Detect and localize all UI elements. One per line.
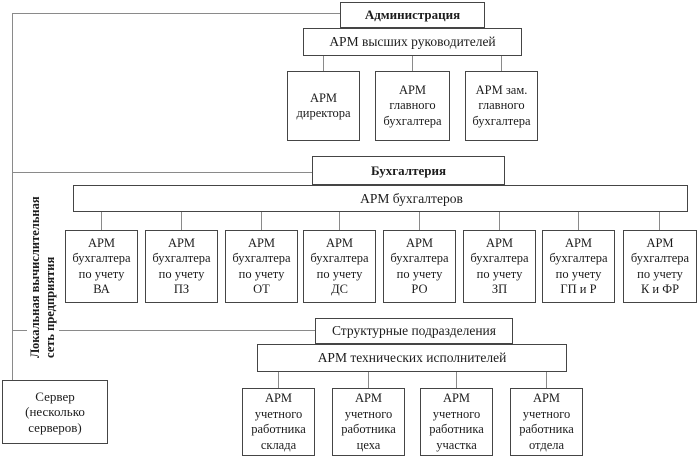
connector-stub [368, 372, 369, 388]
arm-accountant-pz-box: АРМ бухгалтера по учету ПЗ [145, 230, 218, 303]
connector-stub [546, 372, 547, 388]
lan-network-label: Локальная вычислительная сеть предприяти… [27, 186, 59, 358]
connector-stub [501, 56, 502, 71]
arm-accountant-zp-box: АРМ бухгалтера по учету ЗП [463, 230, 536, 303]
arm-clerk-site-box: АРМ учетного работника участка [420, 388, 493, 456]
connector-stub [101, 212, 102, 230]
accountants-arm-box: АРМ бухгалтеров [73, 185, 688, 212]
technical-staff-arm-box: АРМ технических исполнителей [257, 344, 567, 372]
arm-accountant-kfr-box: АРМ бухгалтера по учету К и ФР [623, 230, 697, 303]
accounting-branch-line [12, 172, 312, 173]
lan-trunk-line [12, 13, 13, 380]
arm-director-box: АРМ директора [287, 71, 360, 141]
connector-stub [419, 212, 420, 230]
arm-deputy-chief-accountant-box: АРМ зам. главного бухгалтера [465, 71, 538, 141]
connector-stub [323, 56, 324, 71]
arm-accountant-ds-box: АРМ бухгалтера по учету ДС [303, 230, 376, 303]
admin-branch-line [12, 13, 340, 14]
accounting-header-box: Бухгалтерия [312, 156, 505, 185]
arm-clerk-workshop-box: АРМ учетного работника цеха [332, 388, 405, 456]
arm-chief-accountant-box: АРМ главного бухгалтера [375, 71, 450, 141]
arm-accountant-ot-box: АРМ бухгалтера по учету ОТ [225, 230, 298, 303]
connector-stub [499, 212, 500, 230]
departments-header-box: Структурные подразделения [315, 318, 513, 344]
connector-stub [181, 212, 182, 230]
arm-clerk-department-box: АРМ учетного работника отдела [510, 388, 583, 456]
connector-stub [456, 372, 457, 388]
connector-stub [578, 212, 579, 230]
connector-stub [659, 212, 660, 230]
arm-accountant-va-box: АРМ бухгалтера по учету ВА [65, 230, 138, 303]
arm-accountant-ro-box: АРМ бухгалтера по учету РО [383, 230, 456, 303]
connector-stub [339, 212, 340, 230]
top-managers-arm-box: АРМ высших руководителей [303, 28, 522, 56]
connector-stub [278, 372, 279, 388]
server-box: Сервер (несколько серверов) [2, 380, 108, 444]
arm-accountant-gpr-box: АРМ бухгалтера по учету ГП и Р [542, 230, 615, 303]
arm-clerk-warehouse-box: АРМ учетного работника склада [242, 388, 315, 456]
departments-branch-line [12, 330, 315, 331]
connector-stub [261, 212, 262, 230]
admin-header-box: Администрация [340, 2, 485, 28]
connector-stub [412, 56, 413, 71]
